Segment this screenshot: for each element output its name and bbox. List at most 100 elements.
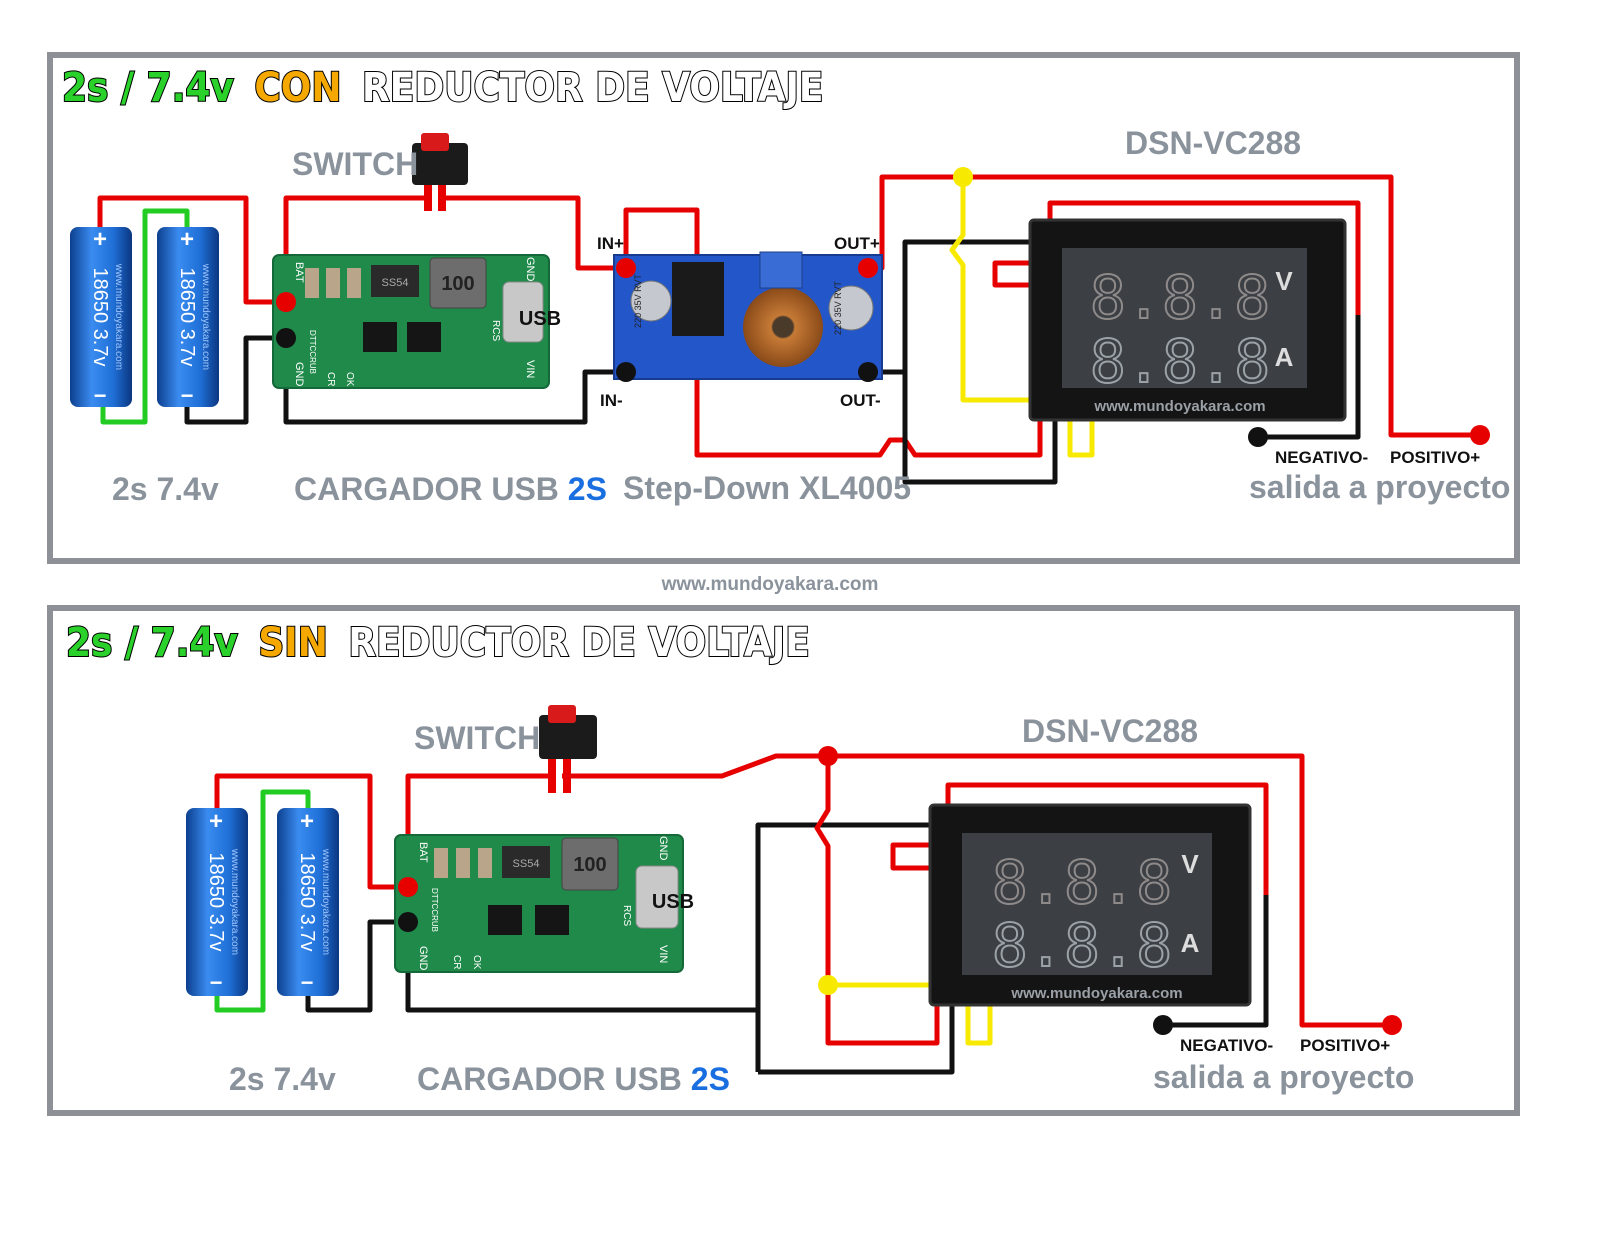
volt-unit: V xyxy=(1275,266,1293,296)
current-digits: 8.8.8 xyxy=(1090,327,1271,397)
battery-cell-1: + − 18650 3.7v www.mundoyakara.com xyxy=(70,226,132,408)
battery-minus-label: − xyxy=(181,383,194,408)
ic-chip xyxy=(363,322,397,352)
red-junction xyxy=(818,746,838,766)
amp-unit: A xyxy=(1275,342,1294,372)
positive-output-terminal xyxy=(1470,425,1490,445)
battery-cell-2: + − 18650 3.7v www.mundoyakara.com xyxy=(277,808,339,996)
in-plus-label: IN+ xyxy=(597,234,624,253)
svg-text:VIN: VIN xyxy=(657,945,669,963)
meter-watermark: www.mundoyakara.com xyxy=(1010,985,1182,1002)
svg-text:DTTCCRUB: DTTCCRUB xyxy=(308,330,317,374)
voltage-digits: 8.8.8 xyxy=(992,848,1173,918)
charger-caption: CARGADOR USB 2S xyxy=(294,471,607,507)
svg-text:GND: GND xyxy=(293,362,305,387)
meter-watermark: www.mundoyakara.com xyxy=(1093,398,1265,415)
battery-pack: + − 18650 3.7v www.mundoyakara.com + − 1… xyxy=(70,226,219,408)
svg-text:100: 100 xyxy=(573,854,606,876)
out-minus-terminal xyxy=(858,362,878,382)
trim-pot[interactable] xyxy=(759,251,803,289)
rocker-switch[interactable] xyxy=(412,133,468,211)
wire-out-minus-to-meter xyxy=(868,239,1030,375)
svg-text:VIN: VIN xyxy=(524,360,536,378)
panel-without-reducer: 2s / 7.4v SIN REDUCTOR DE VOLTAJE SWITCH xyxy=(47,605,1520,1116)
battery-cell-2: + − 18650 3.7v www.mundoyakara.com xyxy=(157,226,219,408)
panel-with-reducer: 2s / 7.4v CON REDUCTOR DE VOLTAJE xyxy=(47,52,1520,564)
bat-minus-terminal xyxy=(398,912,418,932)
usb-label: USB xyxy=(519,308,561,330)
svg-text:OK: OK xyxy=(471,955,482,970)
volt-unit: V xyxy=(1181,849,1199,879)
wire-positive-to-meter xyxy=(814,756,940,1046)
wires xyxy=(214,753,1392,1075)
inductor xyxy=(429,257,487,309)
title-suffix: REDUCTOR DE VOLTAJE xyxy=(362,65,823,111)
wire-battery-positive xyxy=(214,773,408,890)
svg-text:GND: GND xyxy=(524,257,536,282)
bat-minus-terminal xyxy=(276,328,296,348)
wire-battery-series xyxy=(100,208,190,425)
regulator-chip xyxy=(672,262,724,336)
svg-text:SS54: SS54 xyxy=(382,277,409,289)
ic-chip xyxy=(535,905,569,935)
wire-battery-negative xyxy=(184,335,286,425)
wire-ground-loop xyxy=(758,1005,955,1075)
rocker-switch[interactable] xyxy=(539,705,597,793)
usb-label: USB xyxy=(652,891,694,913)
battery-cell-text: 18650 3.7v xyxy=(89,268,111,367)
switch-label: SWITCH xyxy=(414,720,540,756)
title-suffix: REDUCTOR DE VOLTAJE xyxy=(348,620,809,666)
meter-label: DSN-VC288 xyxy=(1125,125,1301,161)
battery-plus-label: + xyxy=(300,808,314,835)
in-plus-terminal xyxy=(616,258,636,278)
title-prefix: 2s / 7.4v xyxy=(66,620,238,666)
switch-label: SWITCH xyxy=(292,146,418,182)
battery-caption: 2s 7.4v xyxy=(112,471,219,507)
battery-caption: 2s 7.4v xyxy=(229,1061,336,1097)
voltage-digits: 8.8.8 xyxy=(1090,263,1271,333)
svg-text:RCS: RCS xyxy=(621,905,632,926)
yellow-junction xyxy=(953,167,973,187)
capacitor xyxy=(630,280,672,322)
svg-text:GND: GND xyxy=(417,946,429,971)
negative-output-label: NEGATIVO- xyxy=(1275,448,1368,467)
svg-text:220 35V RVT: 220 35V RVT xyxy=(633,274,643,328)
out-plus-terminal xyxy=(858,258,878,278)
usb-c-port[interactable] xyxy=(635,865,679,929)
battery-cell-text: 18650 3.7v xyxy=(296,853,318,952)
svg-text:OK: OK xyxy=(344,372,355,387)
title-prefix: 2s / 7.4v xyxy=(62,65,234,111)
diode-chip xyxy=(371,265,419,297)
inductor xyxy=(561,837,619,891)
battery-minus-label: − xyxy=(210,970,223,995)
meter-display xyxy=(1062,248,1307,388)
panel-title: 2s / 7.4v CON REDUCTOR DE VOLTAJE xyxy=(62,65,824,111)
svg-text:DTTCCRUB: DTTCCRUB xyxy=(430,888,439,932)
usb-charger-board: SS54 100 USB BAT GND GND VIN RCS OK CR D… xyxy=(272,254,561,389)
battery-minus-label: − xyxy=(94,383,107,408)
battery-plus-label: + xyxy=(93,226,107,253)
wire-meter-negative-out xyxy=(1258,315,1361,440)
battery-cell-1: + − 18650 3.7v www.mundoyakara.com xyxy=(186,808,248,996)
capacitor xyxy=(828,285,874,331)
svg-text:SS54: SS54 xyxy=(513,858,540,870)
yellow-junction xyxy=(818,975,838,995)
step-down-converter: 220 35V RVT 220 35V RVT xyxy=(613,251,883,382)
wire-switch-to-positive xyxy=(562,753,1392,1028)
wire-ground-to-in-minus xyxy=(283,338,626,425)
wire-out-minus-loop xyxy=(902,372,1058,485)
ic-chip xyxy=(488,905,522,935)
site-watermark: www.mundoyakara.com xyxy=(661,574,879,595)
negative-output-label: NEGATIVO- xyxy=(1180,1036,1273,1055)
panel-title: 2s / 7.4v SIN REDUCTOR DE VOLTAJE xyxy=(66,620,810,666)
panel-frame xyxy=(47,605,1520,1116)
svg-text:220 35V RVT: 220 35V RVT xyxy=(833,281,843,335)
toroid-coil xyxy=(743,287,823,367)
usb-c-port[interactable] xyxy=(502,281,544,343)
voltmeter-ammeter: 8.8.8 8.8.8 V A www.mundoyakara.com xyxy=(1028,218,1347,422)
svg-text:GND: GND xyxy=(657,836,669,861)
output-caption: salida a proyecto xyxy=(1249,469,1510,505)
wire-battery-negative xyxy=(305,919,408,1013)
usb-charger-board: SS54 100 USB BAT GND GND VIN RCS OK CR D… xyxy=(394,834,694,973)
